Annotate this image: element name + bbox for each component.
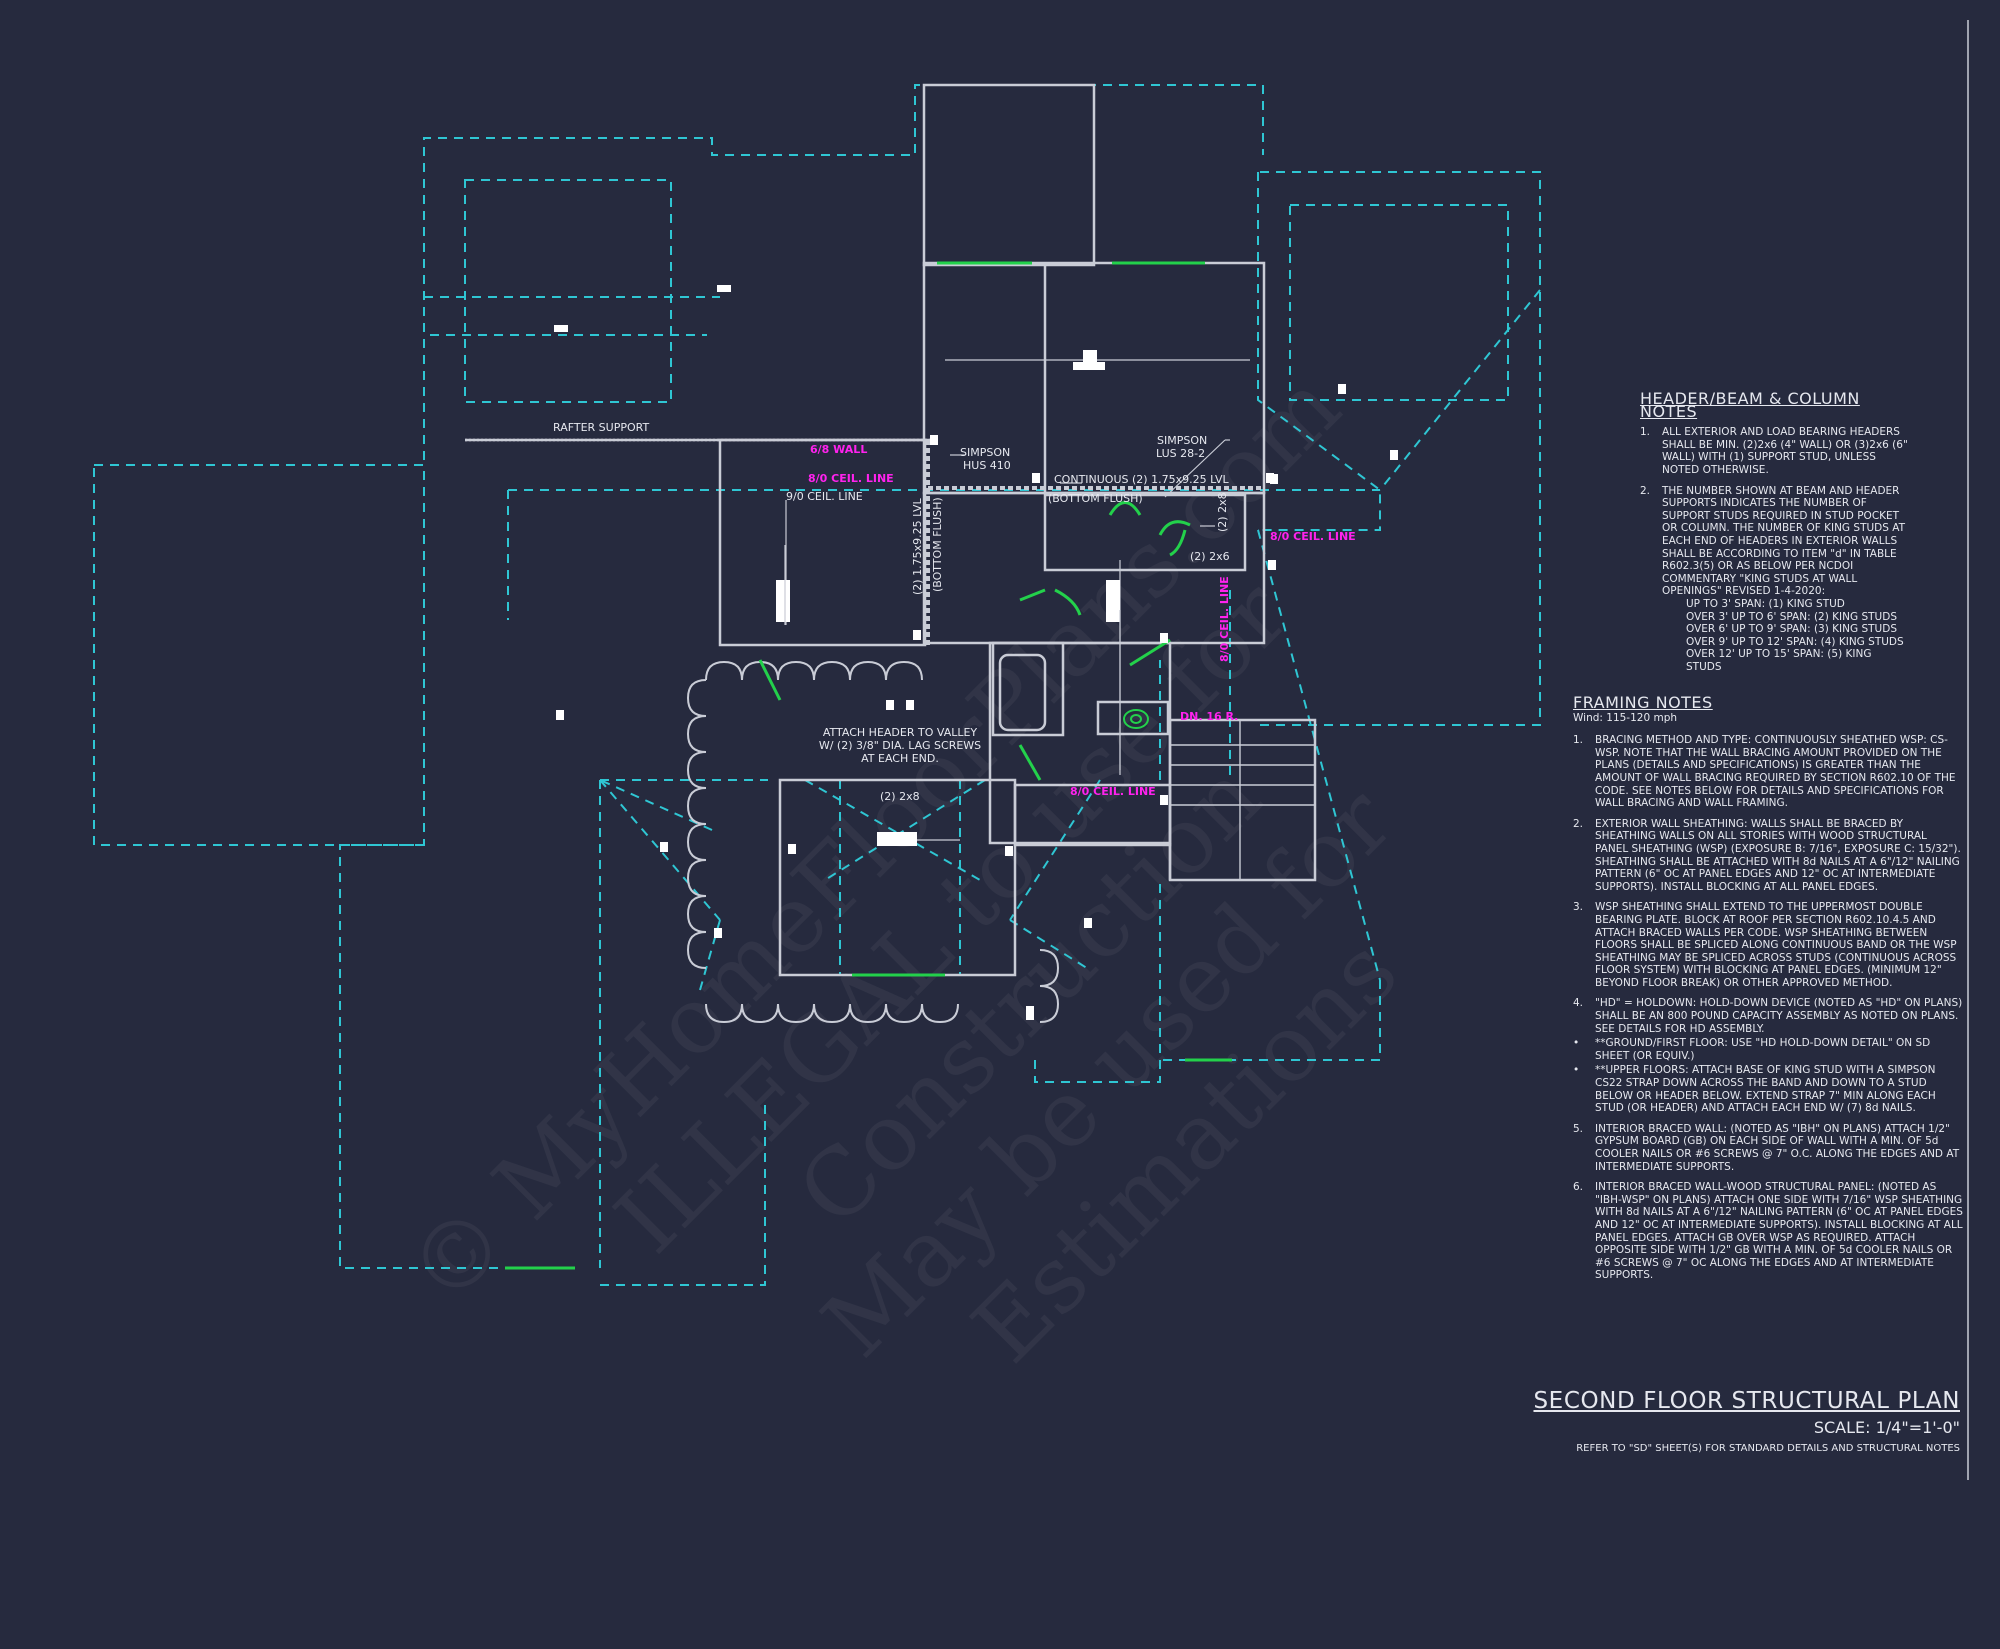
- dimension-lines: [784, 439, 1230, 770]
- framing-note: 1.BRACING METHOD AND TYPE: CONTINUOUSLY …: [1573, 734, 1956, 810]
- roof-outline: [93, 84, 1541, 1286]
- label-simpson-lus-2: LUS 28-2: [1156, 447, 1205, 460]
- label-wall-6-8: 6/8 WALL: [810, 443, 867, 456]
- framing-notes: FRAMING NOTES Wind: 115-120 mph 1.BRACIN…: [1573, 693, 1963, 1290]
- framing-note: 5.INTERIOR BRACED WALL: (NOTED AS "IBH" …: [1573, 1122, 1960, 1173]
- label-bottom-flush-2: (BOTTOM FLUSH): [931, 497, 944, 592]
- label-ceil-line-a: 8/0 CEIL. LINE: [808, 472, 894, 485]
- king-stud-bullet: OVER 3' UP TO 6' SPAN: (2) KING STUDS: [1686, 610, 1897, 623]
- label-ceil-line-9: 9/0 CEIL. LINE: [786, 490, 863, 503]
- label-rafter-support: RAFTER SUPPORT: [553, 421, 649, 434]
- label-attach-3: AT EACH END.: [861, 752, 939, 765]
- label-ceil-line-c: 8/0 CEIL. LINE: [1218, 576, 1231, 662]
- label-attach-1: ATTACH HEADER TO VALLEY: [823, 726, 978, 739]
- header-note-1: 1.ALL EXTERIOR AND LOAD BEARING HEADERS …: [1640, 426, 1908, 476]
- framing-note: 6.INTERIOR BRACED WALL-WOOD STRUCTURAL P…: [1573, 1181, 1963, 1282]
- header-notes-title: HEADER/BEAM & COLUMN NOTES: [1640, 389, 1860, 421]
- label-dn-16r: DN. 16 R.: [1180, 710, 1238, 723]
- wind-speed: Wind: 115-120 mph: [1573, 711, 1678, 724]
- framing-notes-title: FRAMING NOTES: [1573, 693, 1713, 712]
- label-vertical-lvl: (2) 1.75x9.25 LVL: [911, 497, 924, 595]
- label-ceil-line-b: 8/0 CEIL. LINE: [1270, 530, 1356, 543]
- label-ceil-line-d: 8/0 CEIL. LINE: [1070, 785, 1156, 798]
- framing-note: •**GROUND/FIRST FLOOR: USE "HD HOLD-DOWN…: [1573, 1037, 1931, 1062]
- post-markers: [554, 285, 1398, 1020]
- header-beam-notes: HEADER/BEAM & COLUMN NOTES 1.ALL EXTERIO…: [1640, 389, 1910, 681]
- windows-and-doors: [505, 261, 1232, 1270]
- label-two-2x6: (2) 2x6: [1190, 550, 1230, 563]
- label-two-2x8-horizontal: (2) 2x8: [880, 790, 920, 803]
- framing-note: •**UPPER FLOORS: ATTACH BASE OF KING STU…: [1573, 1064, 1936, 1115]
- king-stud-bullet: UP TO 3' SPAN: (1) KING STUD: [1686, 597, 1845, 610]
- walls: [465, 83, 1317, 1024]
- plan-labels: RAFTER SUPPORT 6/8 WALL 8/0 CEIL. LINE 9…: [553, 421, 1356, 803]
- label-simpson-lus-1: SIMPSON: [1157, 434, 1207, 447]
- header-note-2: 2.THE NUMBER SHOWN AT BEAM AND HEADER SU…: [1640, 485, 1910, 674]
- floor-plan-drawing: RAFTER SUPPORT 6/8 WALL 8/0 CEIL. LINE 9…: [93, 20, 1969, 1480]
- king-stud-bullet: OVER 12' UP TO 15' SPAN: (5) KING STUDS: [1686, 648, 1872, 673]
- label-simpson-hus-1: SIMPSON: [960, 446, 1010, 459]
- king-stud-bullet: OVER 9' UP TO 12' SPAN: (4) KING STUDS: [1686, 635, 1904, 648]
- label-two-2x8-vertical: (2) 2x8: [1216, 492, 1229, 532]
- plan-title: SECOND FLOOR STRUCTURAL PLAN: [1533, 1388, 1960, 1414]
- plan-scale: SCALE: 1/4"=1'-0": [1813, 1418, 1960, 1437]
- framing-note: 4."HD" = HOLDOWN: HOLD-DOWN DEVICE (NOTE…: [1573, 997, 1963, 1035]
- title-block: SECOND FLOOR STRUCTURAL PLAN SCALE: 1/4"…: [1533, 1388, 1960, 1454]
- plan-refer-note: REFER TO "SD" SHEET(S) FOR STANDARD DETA…: [1576, 1443, 1960, 1454]
- label-attach-2: W/ (2) 3/8" DIA. LAG SCREWS: [819, 739, 981, 752]
- framing-note: 3.WSP SHEATHING SHALL EXTEND TO THE UPPE…: [1573, 901, 1957, 989]
- framing-note: 2.EXTERIOR WALL SHEATHING: WALLS SHALL B…: [1573, 817, 1961, 893]
- label-simpson-hus-2: HUS 410: [963, 459, 1011, 472]
- king-stud-bullet: OVER 6' UP TO 9' SPAN: (3) KING STUDS: [1686, 623, 1897, 636]
- label-continuous-lvl: CONTINUOUS (2) 1.75x9.25 LVL: [1054, 473, 1230, 486]
- label-bottom-flush-1: (BOTTOM FLUSH): [1048, 492, 1143, 505]
- drawing-sheet: © MyHomeFloorPlans.com ILLEGAL to use fo…: [93, 20, 1969, 1480]
